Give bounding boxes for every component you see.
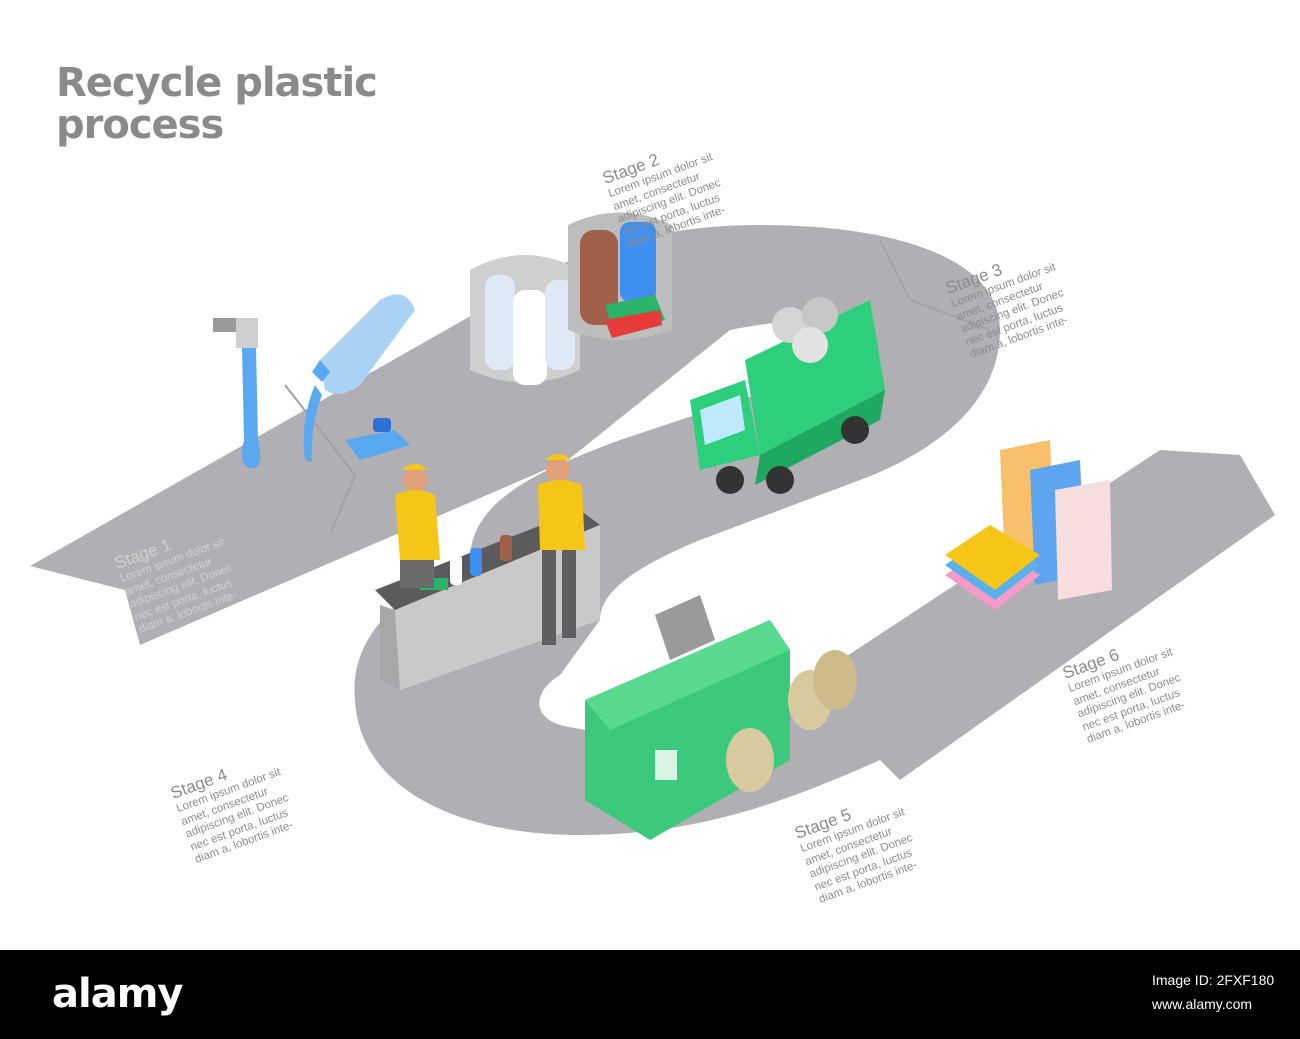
tap-icon (213, 318, 261, 469)
shopping-bag-icon (1000, 440, 1112, 600)
watermark-url: www.alamy.com (1152, 996, 1253, 1012)
bottle-bag-icon (568, 212, 672, 340)
page-title-line1: Recycle plastic (56, 60, 378, 106)
page-title-line2: process (56, 102, 224, 148)
page-title: Recycle plastic process (56, 60, 378, 148)
path-segment-stage6 (780, 450, 1275, 780)
bottle-icon (303, 294, 415, 462)
garbage-truck-icon (690, 297, 885, 494)
worker-icon (395, 464, 440, 588)
watermark-image-id: Image ID: 2FXF180 (1152, 972, 1275, 988)
path-crease (879, 239, 991, 331)
path-segment-stage1 (30, 305, 568, 645)
bottle-cap-icon (345, 418, 410, 460)
pellet-sack-icon (726, 650, 857, 792)
process-illustration (30, 212, 1275, 840)
worker-icon (538, 454, 585, 645)
folded-clothes-icon (945, 525, 1040, 610)
infographic: Recycle plastic process Stage 1 Lorem ip… (30, 60, 1275, 906)
watermark-brand: alamy (52, 971, 183, 1017)
bottle-bag-icon (470, 255, 580, 385)
watermark-banner: alamy Image ID: 2FXF180 www.alamy.com (0, 950, 1300, 1039)
